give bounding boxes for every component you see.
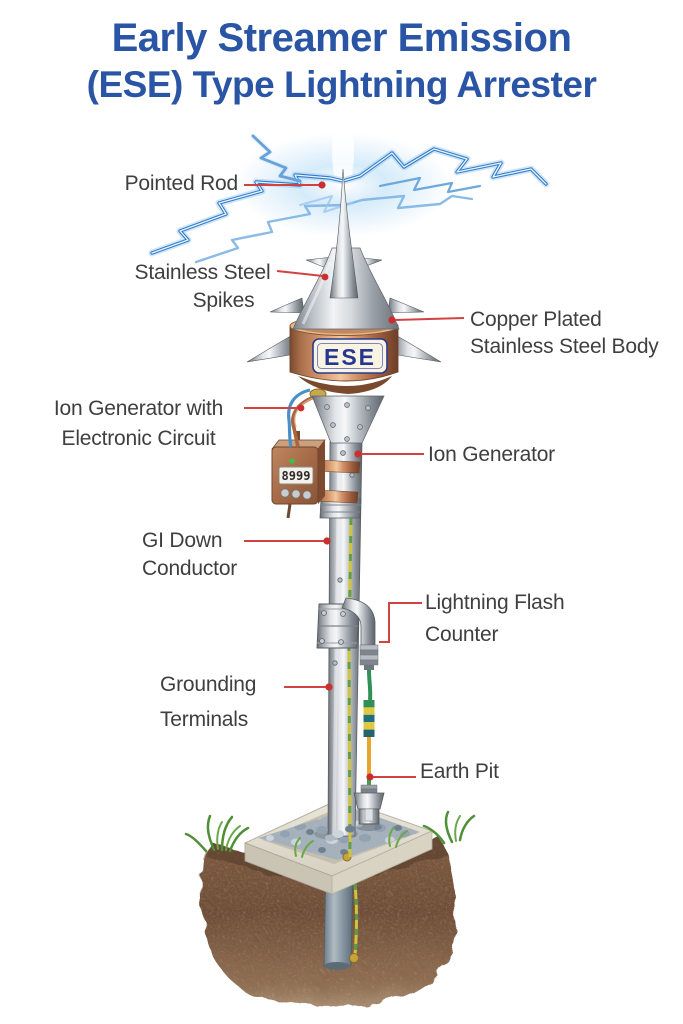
- leader-lines: [244, 181, 465, 781]
- grounding-leader: [284, 683, 333, 691]
- page-title-line2: (ESE) Type Lightning Arrester: [86, 64, 597, 105]
- band-spike-right: [391, 333, 442, 363]
- label-ion-generator-circuit: Ion Generator with Electronic Circuit: [53, 397, 224, 450]
- neck-rivets: [324, 402, 371, 442]
- copper-body-leader: [388, 316, 465, 324]
- counter-display-value: 8999: [282, 469, 311, 483]
- page-title-line1: Early Streamer Emission: [111, 16, 572, 60]
- grounding-wire: [347, 517, 353, 858]
- copper-wire: [291, 395, 315, 448]
- gravel-over-pipe: [316, 825, 355, 844]
- label-earth-pit: Earth Pit: [420, 760, 499, 783]
- counter-lcd: [278, 466, 314, 485]
- ion-circuit-leader: [244, 404, 305, 412]
- page-title: Early Streamer Emission (ESE) Type Light…: [0, 14, 683, 108]
- label-grounding-terminals: Grounding Terminals: [160, 673, 257, 731]
- counter-green-wire: [367, 669, 373, 701]
- label-pointed-rod: Pointed Rod: [124, 172, 239, 195]
- earth-pit-leader: [366, 773, 416, 781]
- counter-ribbed-connector: [359, 644, 379, 670]
- ion-generator-counter-box: 8999: [271, 431, 361, 519]
- label-stainless-steel-spikes: Stainless Steel Spikes: [134, 261, 271, 312]
- status-led: [289, 458, 295, 464]
- pipe-rivets: [332, 450, 355, 666]
- pointed-rod: [329, 168, 359, 299]
- mid-spike-right: [387, 297, 425, 314]
- gi-down-conductor-pipe: [314, 441, 363, 858]
- pipe-collar: [316, 603, 360, 649]
- band-spike-left: [246, 333, 297, 363]
- ion-generator-leader: [354, 450, 424, 458]
- ese-nameplate-text: ESE: [324, 344, 376, 370]
- label-lightning-flash-counter: Lightning Flash Counter: [425, 591, 565, 646]
- striped-wire-section: [363, 700, 375, 737]
- counter-buttons: [280, 488, 312, 500]
- label-ion-generator: Ion Generator: [428, 443, 555, 466]
- label-copper-plated-body: Copper Plated Stainless Steel Body: [470, 308, 659, 358]
- earth-pit-clamp: [353, 784, 385, 831]
- flash-counter-leader: [379, 602, 422, 643]
- spikes-leader: [276, 270, 329, 281]
- ese-nameplate: ESE: [312, 338, 388, 374]
- label-gi-down-conductor: GI Down Conductor: [142, 529, 238, 580]
- blue-wire: [287, 388, 311, 448]
- gi-conductor-leader: [244, 537, 331, 545]
- head-wires: [287, 388, 327, 448]
- grass-tufts: [184, 810, 476, 858]
- pointed-rod-leader: [244, 181, 326, 189]
- mid-spike-left: [269, 297, 305, 314]
